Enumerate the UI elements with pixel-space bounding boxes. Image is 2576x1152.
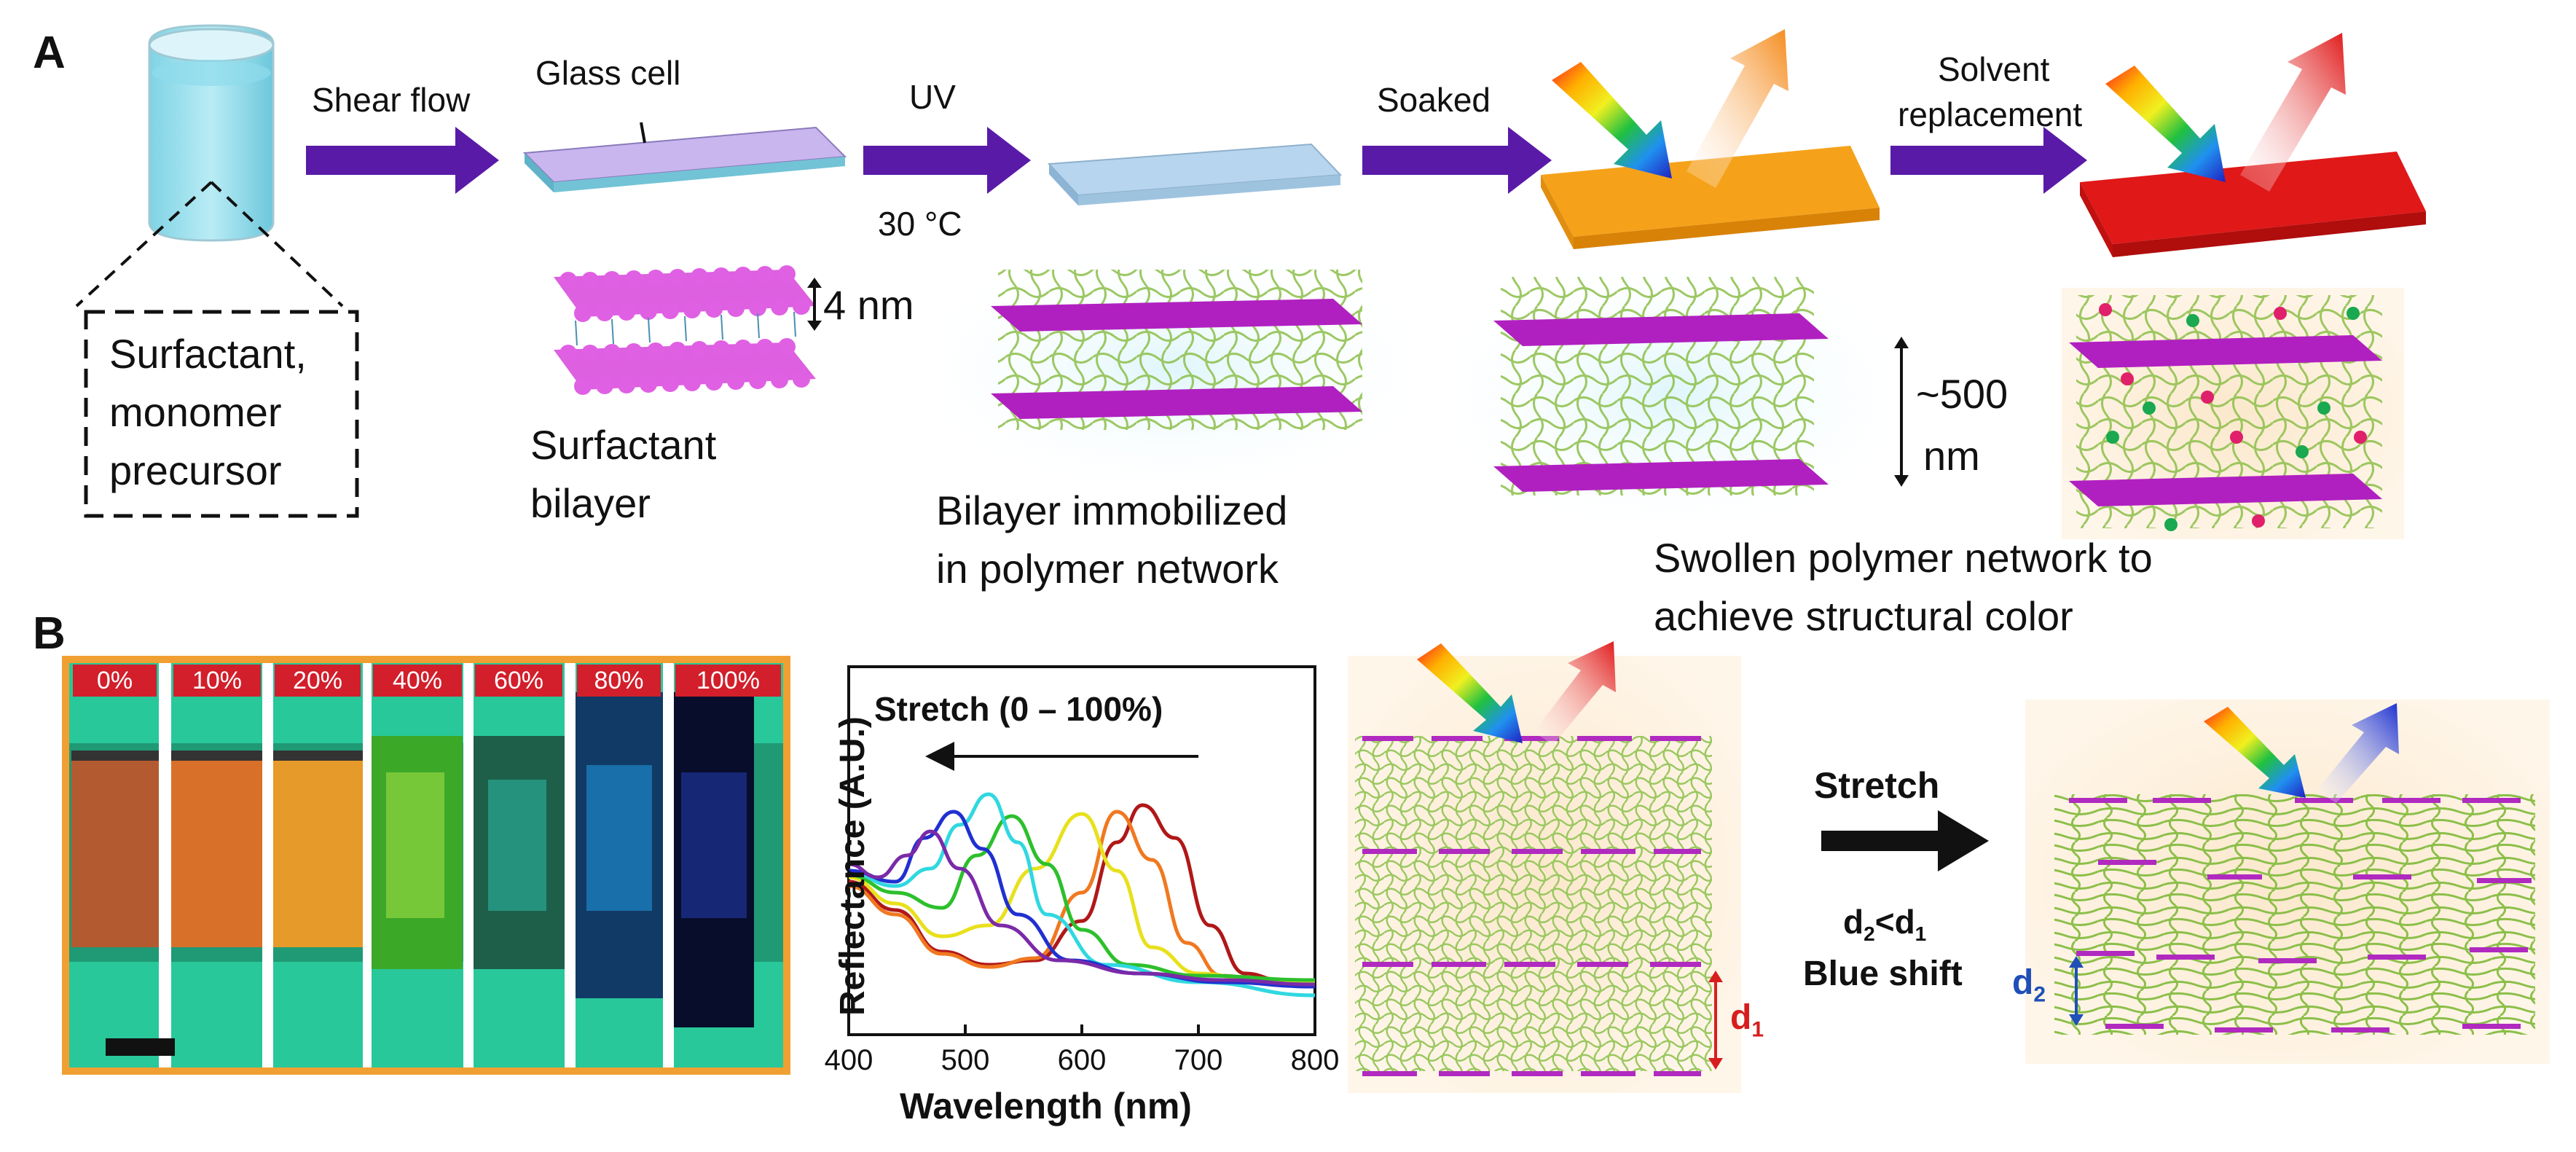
- incident-light-arrow-b: [2105, 66, 2226, 182]
- stretch-label: Stretch: [1814, 765, 1940, 806]
- d2-label: d2: [2012, 963, 2046, 1007]
- glass-cell: [522, 122, 847, 192]
- strain-sample-0: [71, 751, 159, 947]
- incident-light-arrow-c: [1417, 643, 1523, 743]
- reflectance-series-3: [848, 814, 1316, 982]
- reflected-light-arrow-d: [2317, 703, 2399, 803]
- reflectance-chart-series: [848, 792, 1316, 998]
- reflected-light-arrow-a: [1686, 29, 1788, 188]
- strain-sample-10: [171, 751, 262, 947]
- swollen-spacing-label-2: nm: [1923, 433, 1980, 479]
- reflectance-series-0: [848, 803, 1316, 987]
- x-tick-label-500: 500: [941, 1044, 990, 1076]
- incident-light-arrow-a: [1552, 62, 1672, 179]
- precursor-text-1: Surfactant,: [109, 331, 307, 377]
- strain-label-10: 10%: [173, 665, 261, 697]
- swollen-caption-2: achieve structural color: [1654, 593, 2073, 639]
- d1-label: d1: [1730, 998, 1764, 1042]
- bilayer-caption-2: bilayer: [530, 480, 651, 526]
- strain-sample-60: [474, 736, 565, 969]
- chart-stretch-annotation: Stretch (0 – 100%): [874, 690, 1163, 728]
- reflectance-chart-ticks: 400 500 600 700 800: [825, 1024, 1340, 1076]
- unstretched-network: [1348, 641, 1741, 1093]
- chart-y-axis-label: Reflectance (A.U.): [833, 716, 872, 1016]
- strain-label-40: 40%: [373, 665, 462, 697]
- arrow-uv: [863, 127, 1031, 194]
- reflected-light-arrow-c: [1534, 641, 1616, 745]
- stretch-arrow: [1821, 810, 1989, 871]
- strain-sample-100: [674, 692, 754, 1027]
- reflected-light-arrow-b: [2240, 33, 2346, 192]
- process-arrows: [306, 127, 2087, 194]
- strain-sample-80: [576, 692, 663, 998]
- surfactant-bilayer-illustration: [554, 265, 822, 395]
- d-relation-label: d2<d1: [1843, 903, 1927, 946]
- panel-a-letter: A: [33, 28, 66, 78]
- bilayer-caption-1: Surfactant: [530, 422, 717, 468]
- colored-network-illustration: [2062, 288, 2404, 539]
- strain-sample-40: [372, 736, 463, 969]
- strain-sample-20: [273, 751, 368, 947]
- strain-label-20: 20%: [275, 665, 361, 697]
- reflectance-series-2: [848, 812, 1316, 984]
- swollen-spacing-label-1: ~500: [1916, 371, 2008, 417]
- strain-label-60: 60%: [475, 665, 562, 697]
- stretched-network: [2025, 700, 2550, 1064]
- blue-shift-label: Blue shift: [1803, 955, 1963, 993]
- arrow-soaked: [1362, 127, 1552, 194]
- cured-film: [1047, 143, 1343, 205]
- uv-temperature-label: 30 °C: [878, 205, 962, 243]
- precursor-text-3: precursor: [109, 447, 282, 493]
- x-tick-label-600: 600: [1058, 1044, 1107, 1076]
- scale-bar: [106, 1038, 175, 1056]
- strain-label-0: 0%: [73, 665, 157, 697]
- soaked-film: [1541, 29, 1880, 249]
- swollen-network-illustration: [1457, 270, 1909, 517]
- reflectance-series-6: [848, 829, 1316, 987]
- solvent-replacement-label-1: Solvent: [1938, 50, 2050, 88]
- incident-light-arrow-d: [2204, 707, 2306, 798]
- x-tick-label-800: 800: [1291, 1044, 1340, 1076]
- sample-photo-strip: [62, 656, 790, 1075]
- arrow-solvent-replacement: [1890, 127, 2087, 194]
- arrow-shear-flow: [306, 127, 499, 194]
- solvent-replacement-label-2: replacement: [1898, 95, 2083, 133]
- reflectance-series-4: [848, 792, 1316, 998]
- immobilized-caption-1: Bilayer immobilized: [936, 487, 1288, 533]
- immobilized-caption-2: in polymer network: [936, 546, 1279, 592]
- immobilized-network-illustration: [940, 259, 1406, 477]
- precursor-vial: [75, 24, 359, 518]
- bilayer-spacing-label: 4 nm: [823, 282, 914, 328]
- chart-x-axis-label: Wavelength (nm): [900, 1086, 1192, 1126]
- uv-label: UV: [909, 78, 956, 116]
- precursor-text-2: monomer: [109, 389, 282, 435]
- strain-label-80: 80%: [577, 665, 661, 697]
- panel-b-letter: B: [33, 608, 66, 659]
- x-tick-label-400: 400: [825, 1044, 873, 1076]
- solvent-dots: [2099, 303, 2367, 531]
- soaked-label: Soaked: [1377, 81, 1491, 119]
- x-tick-label-700: 700: [1174, 1044, 1223, 1076]
- glass-cell-label: Glass cell: [535, 54, 681, 92]
- replaced-film: [2080, 33, 2426, 257]
- shear-flow-label: Shear flow: [312, 81, 471, 119]
- strain-label-100: 100%: [675, 665, 781, 697]
- swollen-caption-1: Swollen polymer network to: [1654, 535, 2153, 581]
